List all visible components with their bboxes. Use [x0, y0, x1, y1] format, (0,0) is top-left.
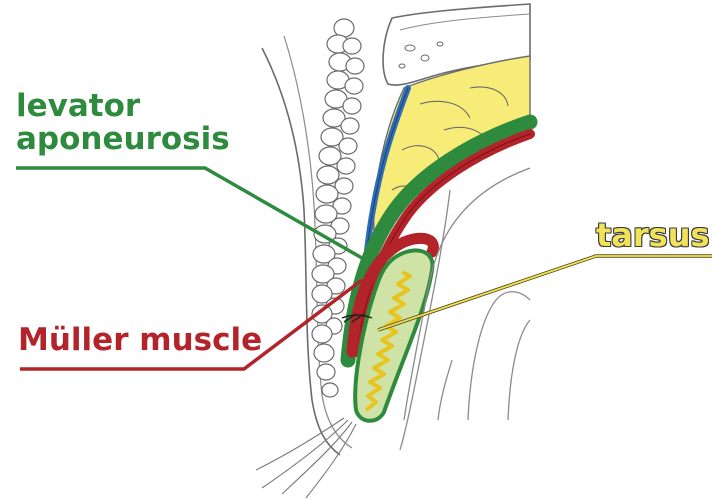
levator-aponeurosis-label: levator aponeurosis [16, 90, 230, 156]
eyelashes [256, 418, 356, 498]
levator-leader-line [16, 168, 362, 258]
levator-label-line2: aponeurosis [16, 123, 230, 156]
levator-label-line1: levator [16, 90, 230, 123]
tarsus-label: tarsus [596, 219, 710, 251]
muller-muscle-label: Müller muscle [18, 325, 262, 356]
